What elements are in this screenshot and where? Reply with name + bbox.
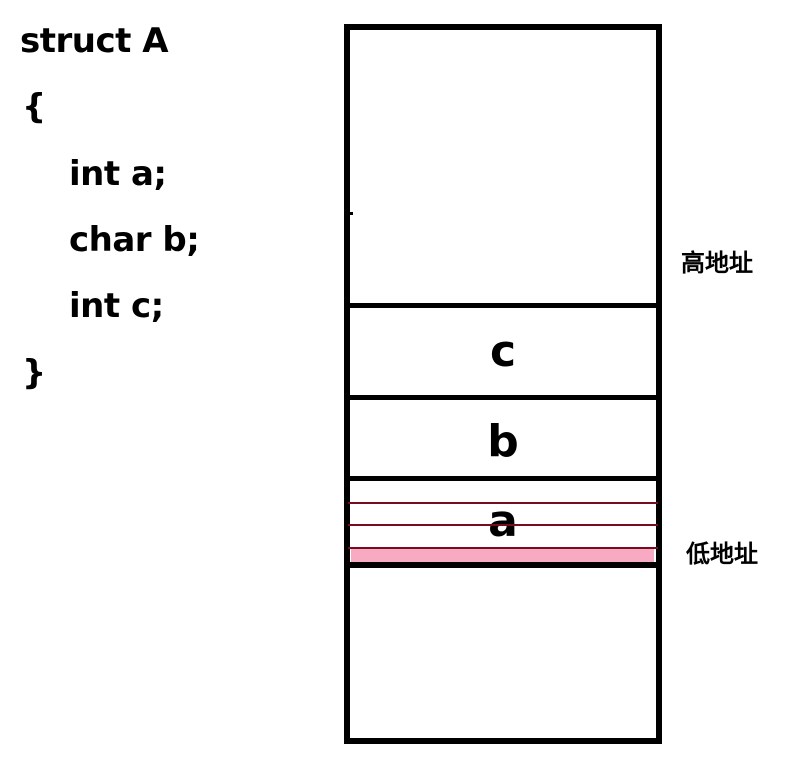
- divider-a-top: [350, 476, 656, 481]
- byte-line-2: [348, 524, 658, 526]
- close-brace: }: [22, 353, 46, 393]
- cell-a-label: a: [488, 496, 518, 547]
- divider-a-bottom: [350, 562, 656, 568]
- byte-line-3: [348, 547, 658, 549]
- low-address-label: 低地址: [686, 540, 758, 568]
- divider-c-top: [350, 303, 656, 308]
- tick-mark: [350, 212, 353, 215]
- member-a: int a;: [69, 154, 167, 194]
- struct-header: struct A: [20, 21, 169, 61]
- byte-line-1: [348, 502, 658, 504]
- cell-c-label: c: [489, 326, 517, 377]
- highlight-byte: [351, 549, 654, 562]
- cell-b-label: b: [487, 416, 519, 467]
- high-address-label: 高地址: [681, 249, 753, 277]
- divider-b-top: [350, 395, 656, 400]
- open-brace: {: [22, 87, 46, 127]
- memory-block-outline: [344, 24, 662, 744]
- member-c: int c;: [69, 286, 164, 326]
- member-b: char b;: [69, 220, 200, 260]
